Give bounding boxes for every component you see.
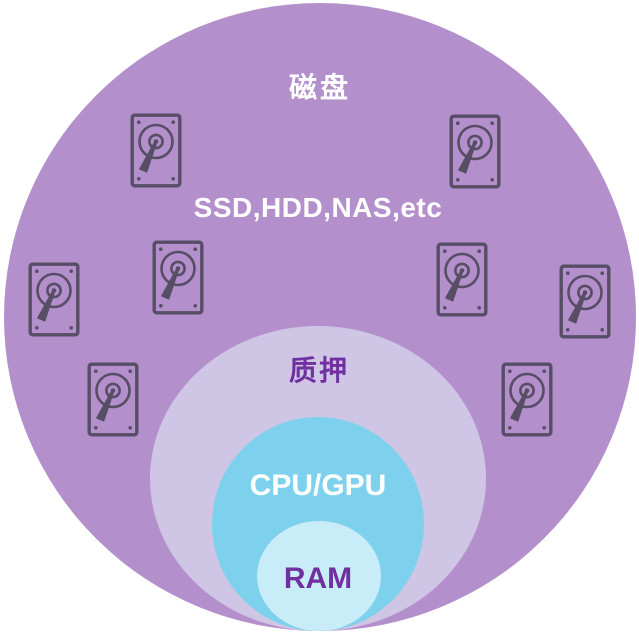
disk-label: 磁盘 (288, 72, 352, 103)
hdd-icon (449, 114, 501, 189)
pledge-label: 质押 (288, 355, 350, 386)
ram-label: RAM (283, 562, 353, 595)
hdd-icon (436, 242, 488, 317)
hdd-icon (152, 240, 204, 315)
hdd-icon (28, 262, 80, 337)
hdd-icon (559, 264, 611, 339)
ram-circle (257, 521, 381, 631)
hdd-icon (501, 362, 553, 437)
hdd-icon (130, 113, 182, 188)
cpu-gpu-label: CPU/GPU (249, 469, 387, 502)
disk-sublabel: SSD,HDD,NAS,etc (193, 192, 443, 223)
hdd-icon (87, 362, 139, 437)
